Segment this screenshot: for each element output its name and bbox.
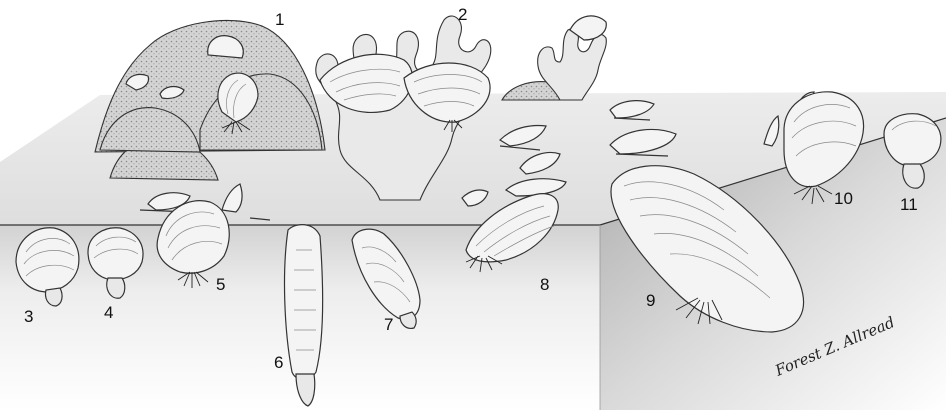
label-4: 4 <box>104 303 113 322</box>
label-7: 7 <box>384 315 393 334</box>
label-5: 5 <box>216 275 225 294</box>
label-10: 10 <box>834 189 853 208</box>
label-1: 1 <box>275 10 284 29</box>
label-9: 9 <box>646 291 655 310</box>
label-2: 2 <box>458 5 467 24</box>
distant-coral <box>502 16 606 100</box>
label-3: 3 <box>24 307 33 326</box>
label-11: 11 <box>900 195 918 214</box>
label-6: 6 <box>274 353 283 372</box>
label-8: 8 <box>540 275 549 294</box>
